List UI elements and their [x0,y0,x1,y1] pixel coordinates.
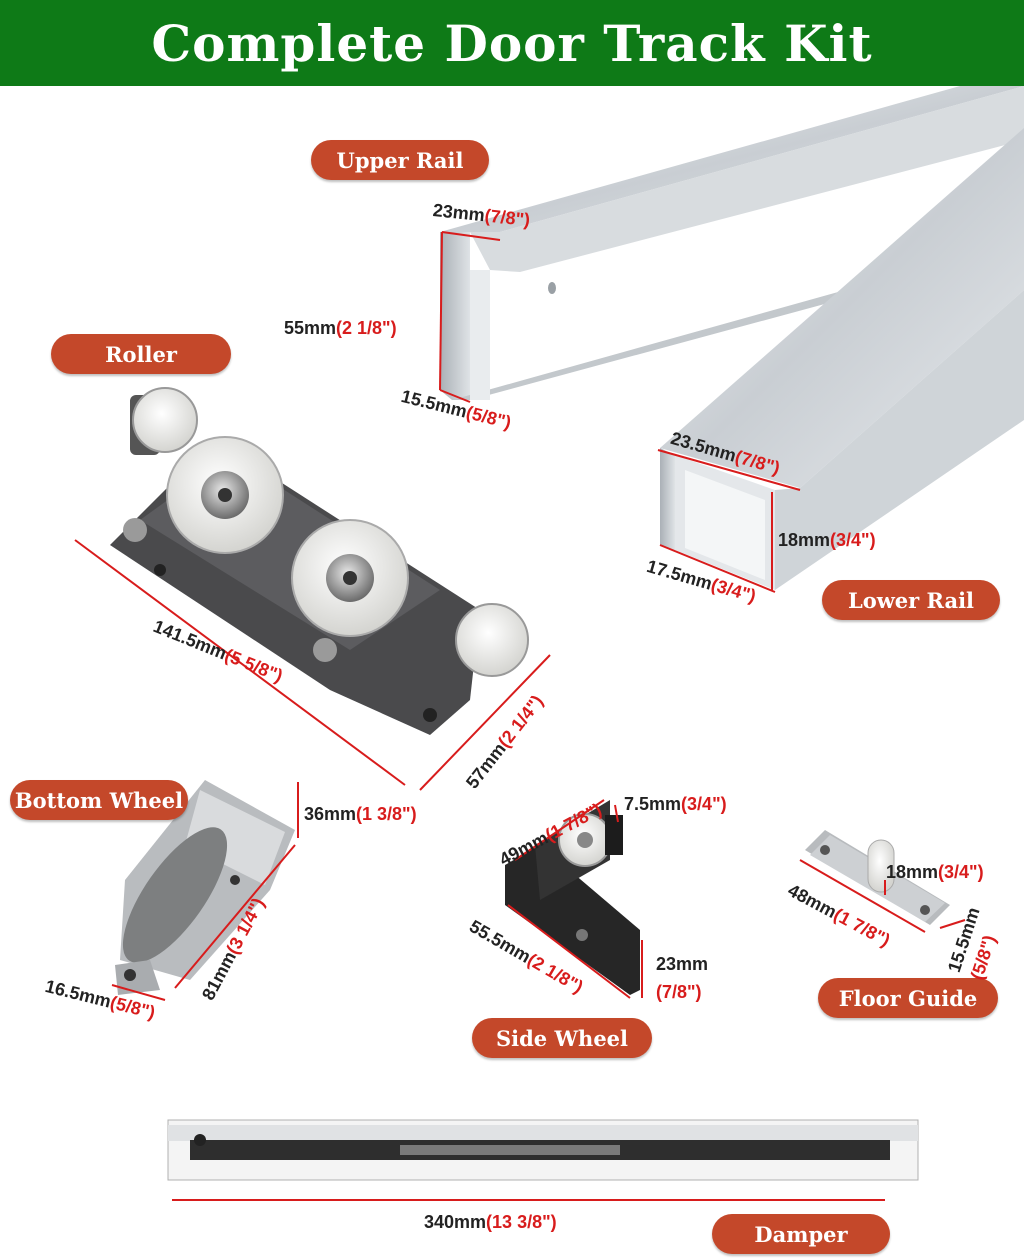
label-floor-guide: Floor Guide [818,978,998,1018]
title-banner: Complete Door Track Kit [0,0,1024,86]
dimension-lines [74,231,966,1201]
floor-guide-illustration [805,830,950,925]
page-title: Complete Door Track Kit [151,13,873,73]
side-wheel-illustration [505,800,640,995]
dim-damper-length: 340mm(13 3/8") [424,1212,557,1232]
bottom-wheel-illustration [115,780,295,995]
damper-illustration [167,1119,919,1181]
dim-side-wheel-offset: 7.5mm(3/4") [624,794,727,814]
label-roller: Roller [51,334,231,374]
label-side-wheel: Side Wheel [472,1018,652,1058]
label-lower-rail: Lower Rail [822,580,1000,620]
dim-bottom-wheel-height: 36mm(1 3/8") [304,804,417,824]
label-upper-rail: Upper Rail [311,140,489,180]
label-bottom-wheel: Bottom Wheel [10,780,188,820]
dim-lower-rail-height: 18mm(3/4") [778,530,876,550]
dim-floor-guide-height: 18mm(3/4") [886,862,984,882]
roller-illustration [110,387,529,735]
dim-upper-rail-height: 55mm(2 1/8") [284,318,397,338]
lower-rail-illustration [660,128,1024,590]
dim-side-wheel-height: 23mm(7/8") [656,954,709,1002]
label-damper: Damper [712,1214,890,1254]
